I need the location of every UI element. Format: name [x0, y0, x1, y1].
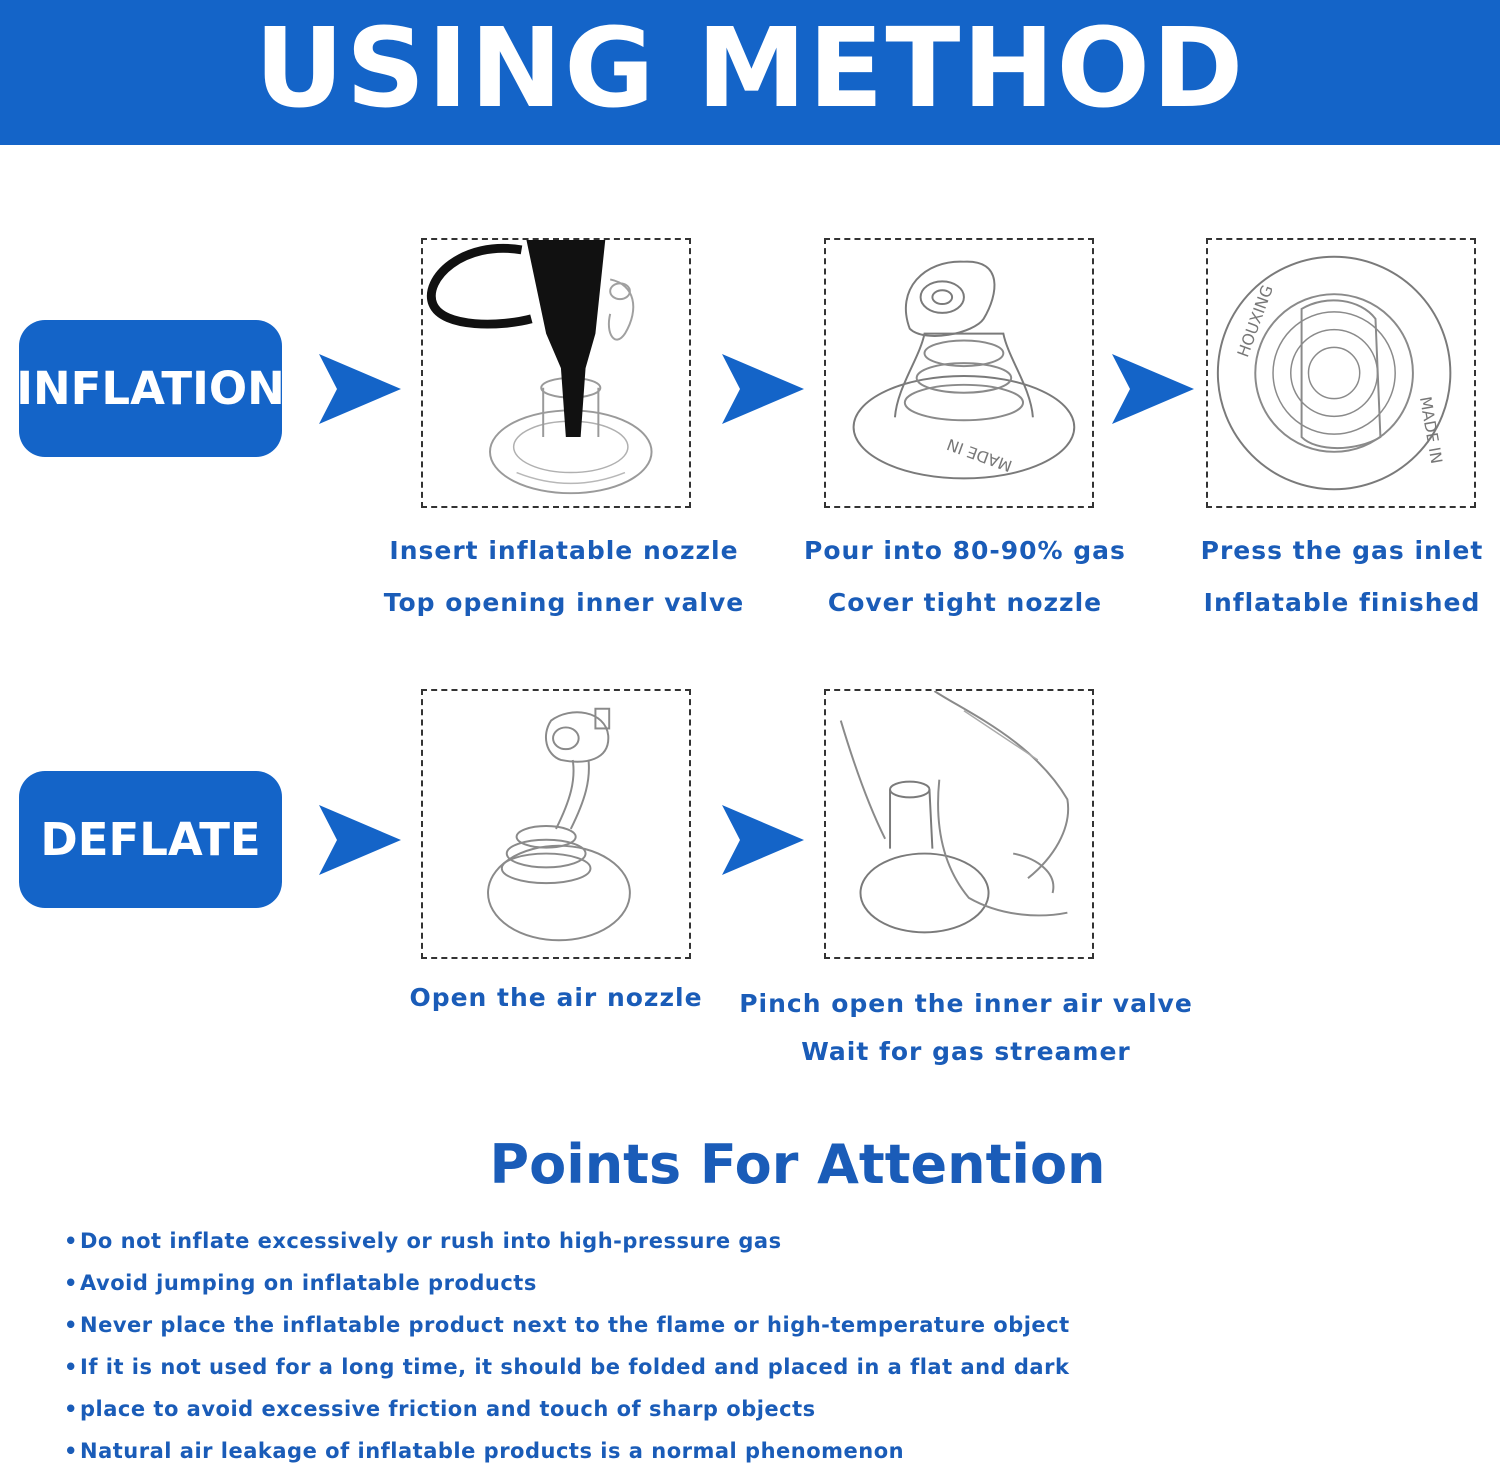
- attention-item: •Never place the inflatable product next…: [64, 1310, 1070, 1352]
- bullet-icon: •: [64, 1313, 78, 1337]
- arrow-right-icon: [722, 805, 804, 875]
- valve-stamp-text: MADE IN: [944, 435, 1014, 476]
- valve-stamp-text: MADE IN: [1416, 395, 1447, 465]
- attention-item: •place to avoid excessive friction and t…: [64, 1394, 1070, 1436]
- step-caption: Cover tight nozzle: [827, 588, 1103, 617]
- arrow-right-icon: [722, 354, 804, 424]
- arrow-right-icon: [319, 805, 401, 875]
- bullet-icon: •: [64, 1355, 78, 1379]
- step-caption: Wait for gas streamer: [801, 1037, 1131, 1066]
- bullet-icon: •: [64, 1271, 78, 1295]
- attention-item: •Natural air leakage of inflatable produ…: [64, 1436, 1070, 1478]
- attention-item: •If it is not used for a long time, it s…: [64, 1352, 1070, 1394]
- step-caption: Pinch open the inner air valve: [739, 989, 1193, 1018]
- attention-list: •Do not inflate excessively or rush into…: [64, 1226, 1070, 1478]
- attention-title: Points For Attention: [489, 1133, 1106, 1196]
- page-title: USING METHOD: [254, 4, 1246, 132]
- arrow-right-icon: [1112, 354, 1194, 424]
- valve-stamp-text: HOUXING: [1233, 282, 1277, 359]
- illustration-pinch-valve: [824, 689, 1094, 959]
- step-caption: Insert inflatable nozzle: [389, 536, 739, 565]
- header-banner: USING METHOD: [0, 0, 1500, 145]
- bullet-icon: •: [64, 1439, 78, 1463]
- illustration-insert-nozzle: [421, 238, 691, 508]
- illustration-open-nozzle: [421, 689, 691, 959]
- bullet-icon: •: [64, 1397, 78, 1421]
- step-caption: Top opening inner valve: [383, 588, 745, 617]
- step-caption: Press the gas inlet: [1200, 536, 1484, 565]
- arrow-right-icon: [319, 354, 401, 424]
- illustration-valve-top-view: HOUXING MADE IN: [1206, 238, 1476, 508]
- step-caption: Pour into 80-90% gas: [804, 536, 1126, 565]
- deflate-label: DEFLATE: [19, 771, 282, 908]
- illustration-valve-closed: MADE IN: [824, 238, 1094, 508]
- inflation-label: INFLATION: [16, 320, 285, 457]
- step-caption: Inflatable finished: [1203, 588, 1481, 617]
- attention-item: •Do not inflate excessively or rush into…: [64, 1226, 1070, 1268]
- step-caption: Open the air nozzle: [409, 983, 703, 1012]
- bullet-icon: •: [64, 1229, 78, 1253]
- attention-item: •Avoid jumping on inflatable products: [64, 1268, 1070, 1310]
